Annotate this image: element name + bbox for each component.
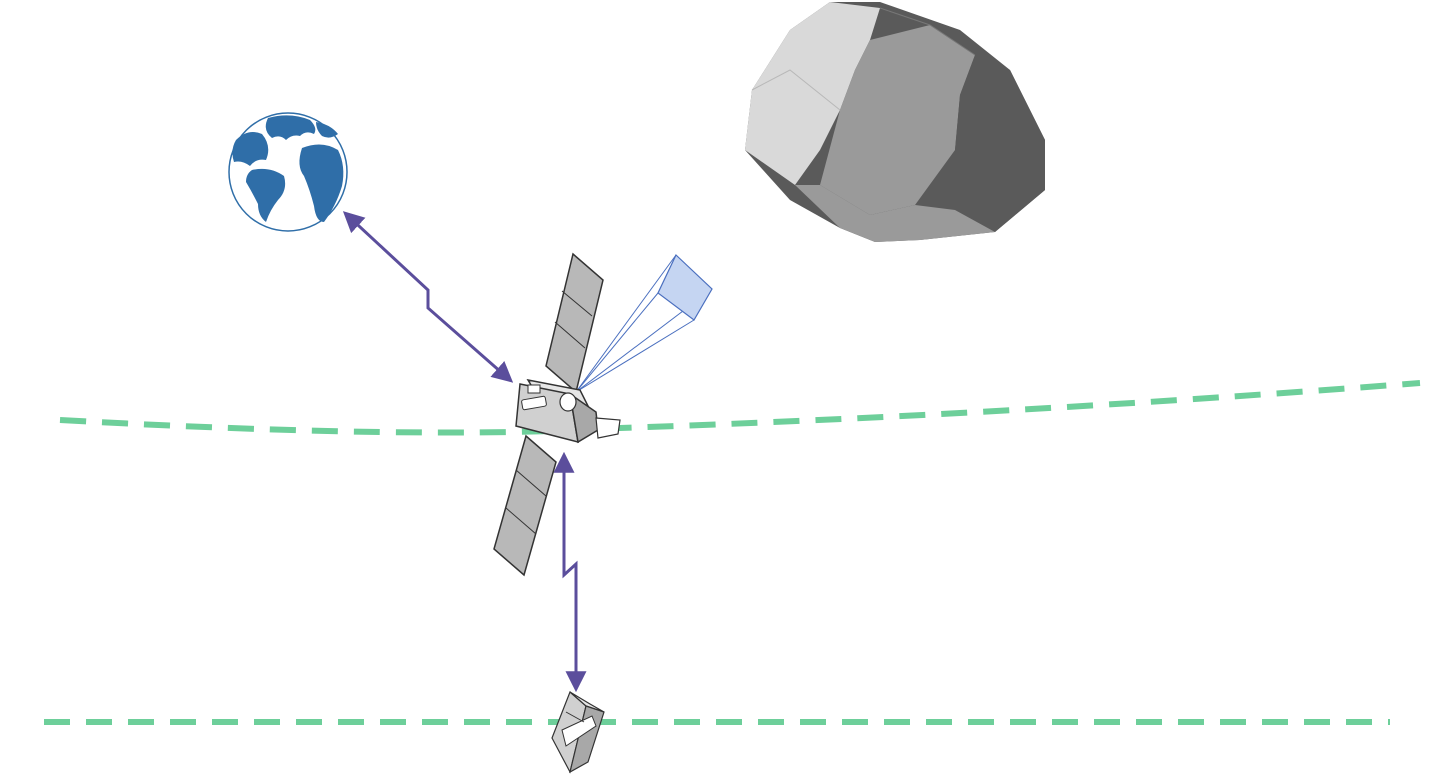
satellite-icon [493, 252, 621, 577]
asteroid-icon [745, 2, 1045, 242]
mothership-orbit-path [59, 380, 1421, 436]
earth-mothership-link [342, 211, 514, 383]
earth-globe-icon [228, 112, 348, 232]
cubesat-icon [551, 690, 605, 774]
mothership-cubesat-link [553, 451, 587, 693]
instrument-fov-cone [575, 253, 713, 393]
